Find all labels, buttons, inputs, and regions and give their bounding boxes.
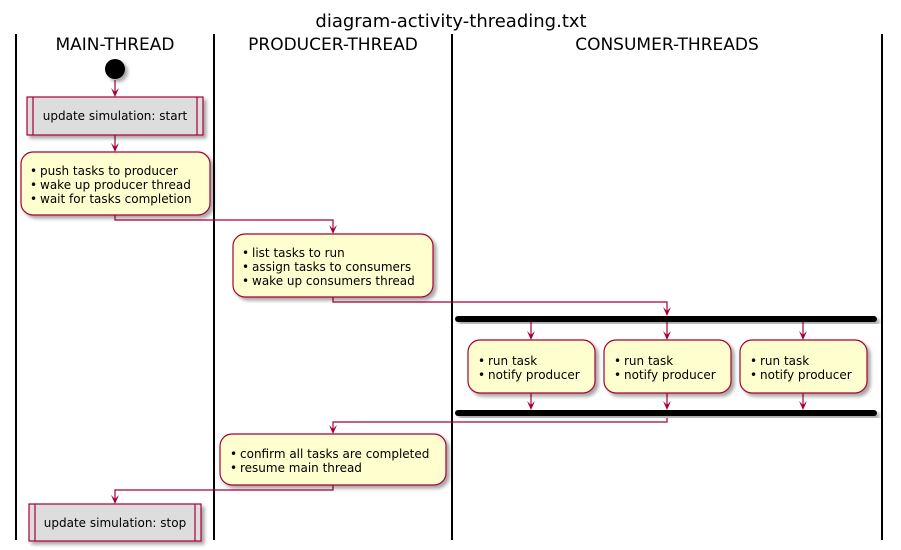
activity-line: resume main thread bbox=[240, 461, 362, 475]
arrowhead-confirm bbox=[329, 425, 337, 434]
arrowhead-consumer-1 bbox=[527, 331, 535, 340]
lane-header-producer-thread: PRODUCER-THREAD bbox=[248, 35, 418, 55]
join-bar bbox=[455, 410, 877, 416]
arrowheads bbox=[111, 88, 807, 504]
subprocess-sim-stop-label: update simulation: stop bbox=[44, 516, 186, 530]
activity-line: notify producer bbox=[760, 368, 852, 382]
bullet-icon: • bbox=[750, 354, 757, 368]
bullet-icon: • bbox=[230, 447, 237, 461]
arrowhead-sim-start bbox=[111, 88, 119, 97]
lane-header-main-thread: MAIN-THREAD bbox=[55, 35, 174, 55]
bullet-icon: • bbox=[30, 164, 37, 178]
activity-line: assign tasks to consumers bbox=[252, 260, 411, 274]
activity-line: wait for tasks completion bbox=[40, 192, 192, 206]
activity-line: wake up producer thread bbox=[40, 178, 191, 192]
subprocess-sim-stop bbox=[28, 503, 202, 542]
bullet-icon: • bbox=[230, 461, 237, 475]
activity-producer-confirm bbox=[219, 433, 447, 486]
diagram-title: diagram-activity-threading.txt bbox=[315, 11, 586, 32]
activity-line: notify producer bbox=[624, 368, 716, 382]
arrowhead-tasks bbox=[111, 143, 119, 152]
activity-line: run task bbox=[488, 354, 537, 368]
subprocess-sim-start-label: update simulation: start bbox=[43, 109, 188, 123]
bullet-icon: • bbox=[242, 246, 249, 260]
arrowhead-join-2 bbox=[663, 401, 671, 410]
activity-line: list tasks to run bbox=[252, 246, 345, 260]
activity-line: wake up consumers thread bbox=[252, 274, 415, 288]
activity-line: confirm all tasks are completed bbox=[240, 447, 429, 461]
activity-consumer-1 bbox=[467, 339, 596, 394]
activity-line: push tasks to producer bbox=[40, 164, 178, 178]
bullet-icon: • bbox=[30, 192, 37, 206]
connector-confirm-to-sim-stop bbox=[114, 485, 334, 502]
activity-consumer-3 bbox=[739, 339, 868, 394]
fork-bar bbox=[455, 316, 877, 322]
activity-consumer-2-text: • run task • notify producer bbox=[614, 354, 716, 382]
activity-consumer-3-text: • run task • notify producer bbox=[750, 354, 852, 382]
arrowhead-producer-list bbox=[329, 225, 337, 234]
bullet-icon: • bbox=[242, 274, 249, 288]
bullet-icon: • bbox=[614, 354, 621, 368]
bullet-icon: • bbox=[30, 178, 37, 192]
arrowhead-sim-stop bbox=[111, 495, 119, 504]
activity-line: run task bbox=[760, 354, 809, 368]
activity-producer-confirm-text: • confirm all tasks are completed • resu… bbox=[230, 447, 429, 475]
start-node bbox=[105, 59, 125, 79]
arrowhead-consumer-3 bbox=[799, 331, 807, 340]
swimlane-lines bbox=[15, 34, 883, 540]
bullet-icon: • bbox=[478, 354, 485, 368]
activity-line: run task bbox=[624, 354, 673, 368]
arrowhead-fork bbox=[663, 307, 671, 316]
activity-main-tasks-text: • push tasks to producer • wake up produ… bbox=[30, 164, 192, 206]
subprocess-sim-start bbox=[26, 96, 204, 136]
activity-consumer-2 bbox=[603, 339, 732, 394]
activity-producer-list bbox=[232, 233, 434, 298]
activity-producer-list-text: • list tasks to run • assign tasks to co… bbox=[242, 246, 415, 288]
lane-header-consumer-threads: CONSUMER-THREADS bbox=[575, 35, 759, 55]
bullet-icon: • bbox=[614, 368, 621, 382]
connector-main-to-producer bbox=[114, 215, 334, 232]
connector-join-to-confirm bbox=[332, 418, 668, 432]
arrowhead-join-1 bbox=[527, 401, 535, 410]
arrowhead-join-3 bbox=[799, 401, 807, 410]
activity-line: notify producer bbox=[488, 368, 580, 382]
connectors bbox=[114, 80, 804, 502]
connector-producer-to-fork bbox=[332, 297, 668, 314]
bullet-icon: • bbox=[242, 260, 249, 274]
activity-main-tasks bbox=[20, 151, 211, 216]
bullet-icon: • bbox=[478, 368, 485, 382]
bullet-icon: • bbox=[750, 368, 757, 382]
arrowhead-consumer-2 bbox=[663, 331, 671, 340]
activity-consumer-1-text: • run task • notify producer bbox=[478, 354, 580, 382]
